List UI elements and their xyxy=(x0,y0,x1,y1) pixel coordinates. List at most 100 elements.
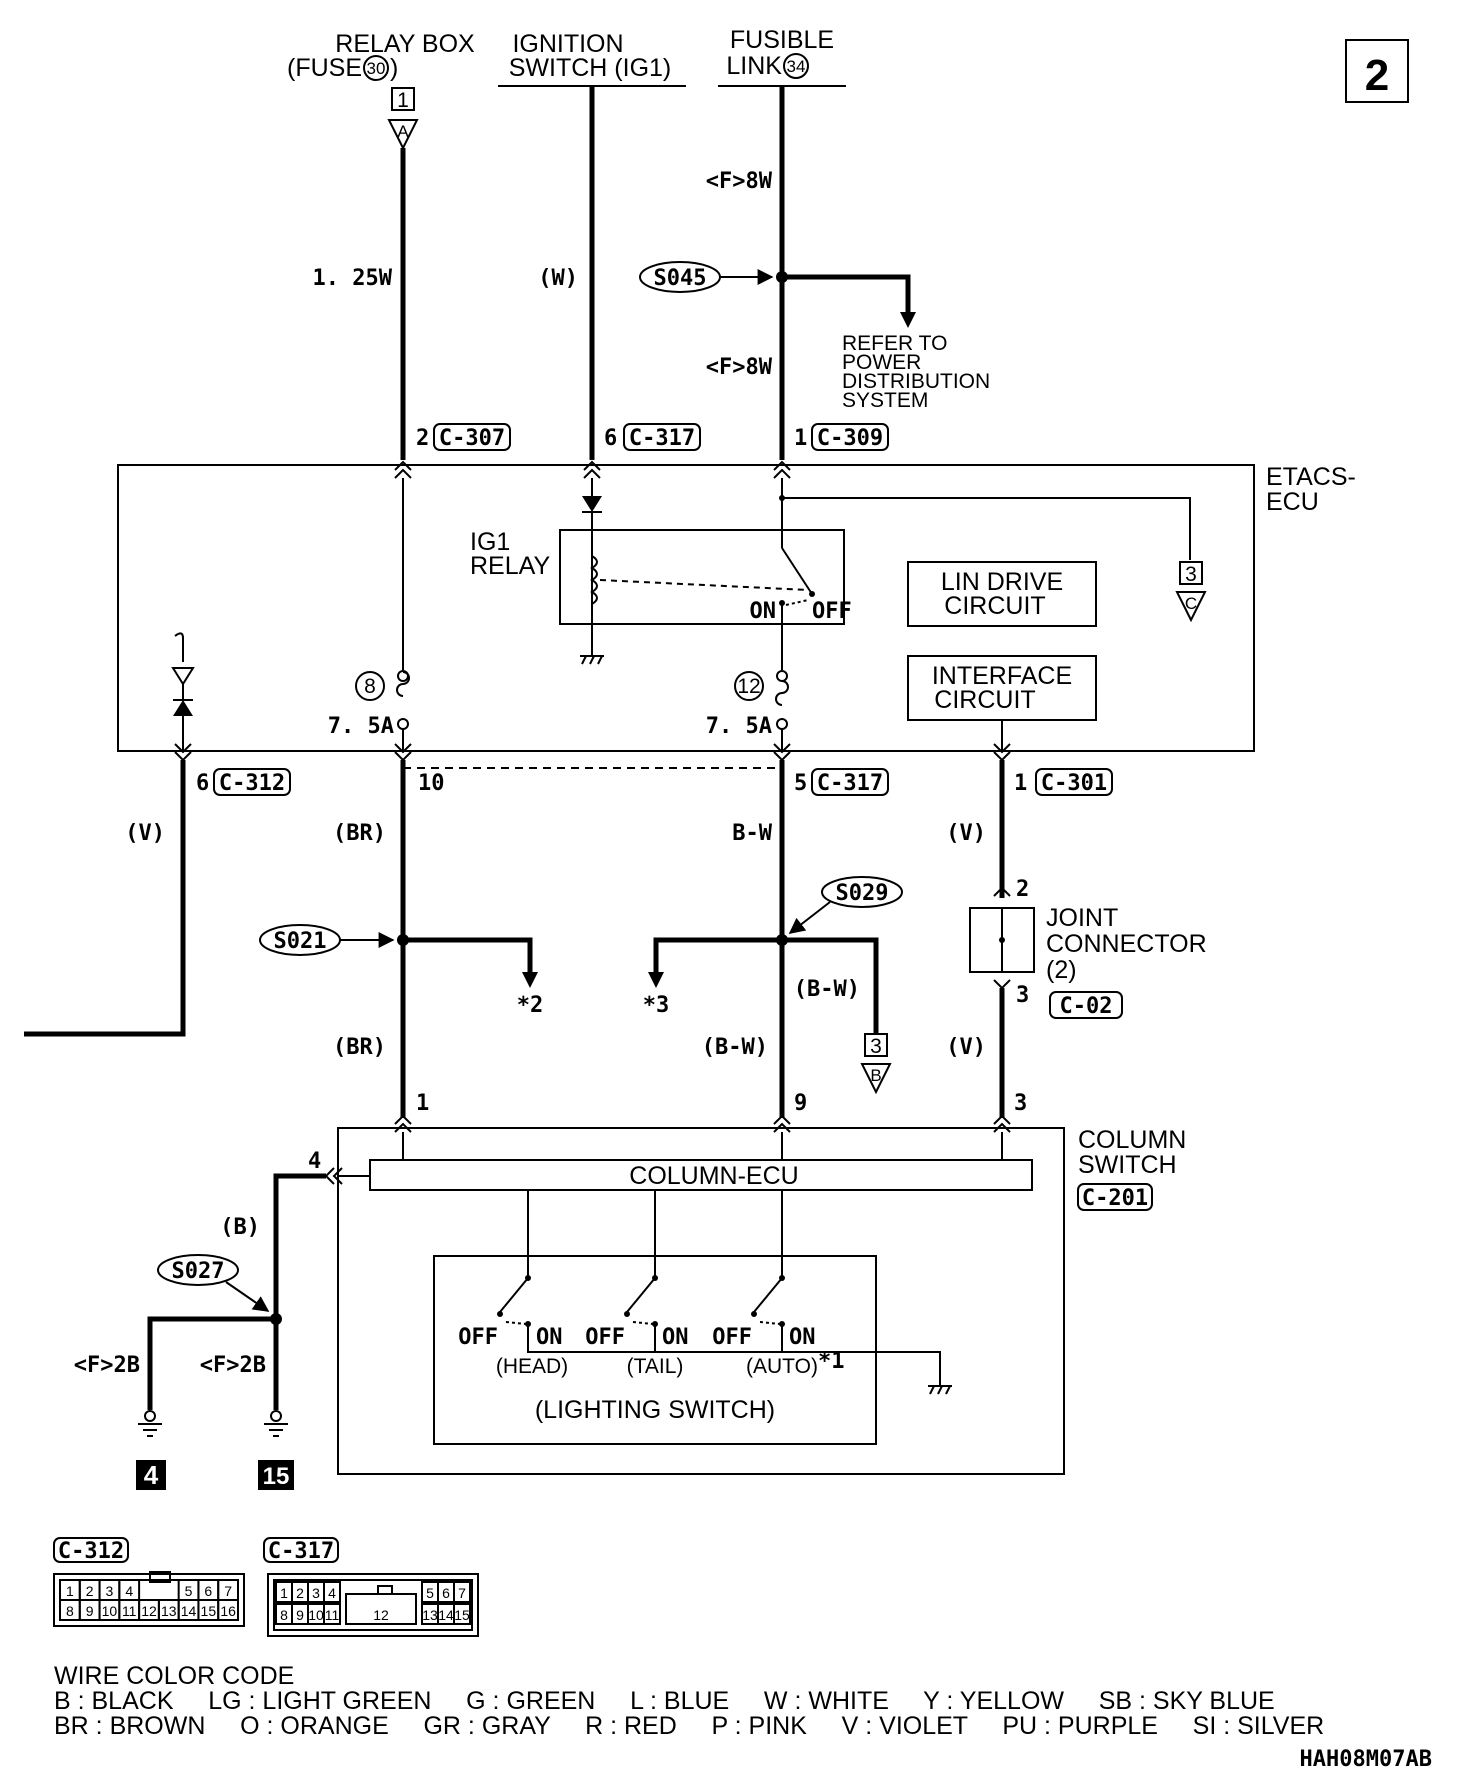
c317-pin-label: 10 xyxy=(308,1607,324,1623)
column-switch-label2: SWITCH xyxy=(1078,1151,1177,1179)
relay-conn-letter: A xyxy=(397,122,409,141)
col-pin-3: 3 xyxy=(1014,1091,1027,1116)
jc-pin-in: 2 xyxy=(1016,877,1029,902)
switch-head-on: ON xyxy=(536,1325,563,1350)
page-number-box xyxy=(1345,39,1409,103)
refer-to-line4: SYSTEM xyxy=(842,389,928,412)
c312-pin-label: 14 xyxy=(181,1603,197,1619)
etacs-ecu-box xyxy=(117,464,1255,752)
note-star2: *2 xyxy=(517,993,544,1018)
lin-drive-box xyxy=(907,561,1097,627)
link-34-number: 34 xyxy=(787,57,806,76)
switch-head: OFF ON (HEAD) xyxy=(458,1275,568,1378)
c317-pin-label: 15 xyxy=(454,1607,470,1623)
ig1-relay-label2: RELAY xyxy=(470,552,550,580)
c317-cell xyxy=(323,1581,341,1603)
fusible-wire-bottom-label: <F>8W xyxy=(706,355,773,380)
relay-box-label: RELAY BOX xyxy=(335,30,475,58)
b-wire-label: (B) xyxy=(220,1215,260,1240)
c317-pin-label: 9 xyxy=(296,1607,304,1623)
interface-line1: INTERFACE xyxy=(932,662,1072,690)
ground-right-wire-label: <F>2B xyxy=(200,1353,266,1378)
column-ecu-label: COLUMN-ECU xyxy=(629,1162,798,1190)
c312-pin-label: 11 xyxy=(122,1603,137,1619)
c02-label: C-02 xyxy=(1060,994,1113,1019)
v-wire-upper-label: (V) xyxy=(946,821,986,846)
switch-tail: OFF ON (TAIL) xyxy=(585,1275,689,1378)
c317-pin-label: 4 xyxy=(328,1585,336,1601)
lin-drive-line2: CIRCUIT xyxy=(944,592,1045,620)
c317-center-cell xyxy=(345,1593,417,1625)
pin-10: 10 xyxy=(418,771,445,796)
relay-box-source: RELAY BOX (FUSE 30 ) 1 A xyxy=(287,30,475,151)
b-wire xyxy=(273,1173,326,1410)
c201-label: C-201 xyxy=(1082,1186,1148,1211)
c309-pin: 1 xyxy=(794,426,807,451)
switch-head-off: OFF xyxy=(458,1325,498,1350)
joint-connector-line3: (2) xyxy=(1046,956,1077,984)
fuse-30-circle xyxy=(363,55,389,81)
c312-pin-label: 7 xyxy=(224,1583,232,1599)
c301-label: C-301 xyxy=(1041,771,1107,796)
lin-drive-line1: LIN DRIVE xyxy=(941,568,1063,596)
c317-cell xyxy=(453,1581,471,1603)
note-star3: *3 xyxy=(643,993,670,1018)
fuse-30-number: 30 xyxy=(367,59,386,78)
c317-pin-label: 14 xyxy=(438,1607,454,1623)
fuse-12 xyxy=(775,680,789,706)
c312-label: C-312 xyxy=(219,771,285,796)
fusible-wire-top-label: <F>8W xyxy=(706,169,773,194)
c312-pin-label: 8 xyxy=(66,1603,74,1619)
ign-wire-label: (W) xyxy=(538,266,578,291)
c312-pin-label: 12 xyxy=(141,1603,157,1619)
ig1-relay-box xyxy=(559,529,845,625)
ground-4-label: 4 xyxy=(144,1460,159,1490)
etacs-label1: ETACS- xyxy=(1266,463,1356,491)
relay-conn-num-box xyxy=(391,87,415,111)
joint-connector-line1: JOINT xyxy=(1046,904,1118,932)
ground-15-badge xyxy=(258,1460,294,1490)
wire-color-code-row2: BR : BROWN O : ORANGE GR : GRAY R : RED … xyxy=(54,1712,1324,1740)
relay-coil xyxy=(590,555,598,605)
c307-label: C-307 xyxy=(439,426,505,451)
c317-cell xyxy=(323,1603,341,1625)
fusible-link-source: FUSIBLE LINK 34 xyxy=(718,26,846,87)
column-switch-box xyxy=(337,1127,1065,1475)
relay-off: OFF xyxy=(812,599,852,624)
note-star1: *1 xyxy=(818,1349,845,1374)
wire-color-code-row1: B : BLACK LG : LIGHT GREEN G : GREEN L :… xyxy=(54,1687,1275,1715)
ignition-switch-line1: IGNITION xyxy=(512,30,623,58)
c317-pin-label: 6 xyxy=(442,1585,450,1601)
off-page-b-letter: B xyxy=(870,1066,881,1085)
c312-pin-label: 3 xyxy=(106,1583,114,1599)
c317-top-label: C-317 xyxy=(629,426,695,451)
svg-text:C-312: C-312 xyxy=(58,1539,124,1564)
svg-text:C-317: C-317 xyxy=(268,1539,334,1564)
off-page-b-num: 3 xyxy=(870,1035,882,1058)
c317-pin-label: 1 xyxy=(280,1585,288,1601)
refer-to-line3: DISTRIBUTION xyxy=(842,370,990,393)
fusible-link-prefix: LINK xyxy=(726,52,782,80)
c312-pin-label: 15 xyxy=(201,1603,217,1619)
switch-head-name: (HEAD) xyxy=(496,1355,568,1378)
c312-pin-label: 13 xyxy=(161,1603,177,1619)
c312-pin-label: 5 xyxy=(185,1583,193,1599)
refer-to-line1: REFER TO xyxy=(842,332,947,355)
relay-box-fuse-prefix: (FUSE xyxy=(287,54,362,82)
c317-pin-label: 3 xyxy=(312,1585,320,1601)
lighting-switch-label: (LIGHTING SWITCH) xyxy=(535,1396,775,1424)
fuse-12-number: 12 xyxy=(737,675,760,698)
switch-tail-name: (TAIL) xyxy=(627,1355,684,1378)
br-wire-lower-label: (BR) xyxy=(333,1035,386,1060)
relay-conn-num: 1 xyxy=(397,89,409,112)
c317-bottom-pin: 5 xyxy=(794,771,807,796)
c312-pin-label: 1 xyxy=(66,1583,74,1599)
c312-pin-label: 2 xyxy=(86,1583,94,1599)
wire-color-code-title: WIRE COLOR CODE xyxy=(54,1662,294,1690)
ground-4-badge xyxy=(136,1460,166,1490)
relay-box-fuse-suffix: ) xyxy=(390,54,398,82)
link-34-circle xyxy=(783,53,809,79)
switch-auto-name: (AUTO) xyxy=(746,1355,818,1378)
col-pin-4: 4 xyxy=(308,1149,321,1174)
